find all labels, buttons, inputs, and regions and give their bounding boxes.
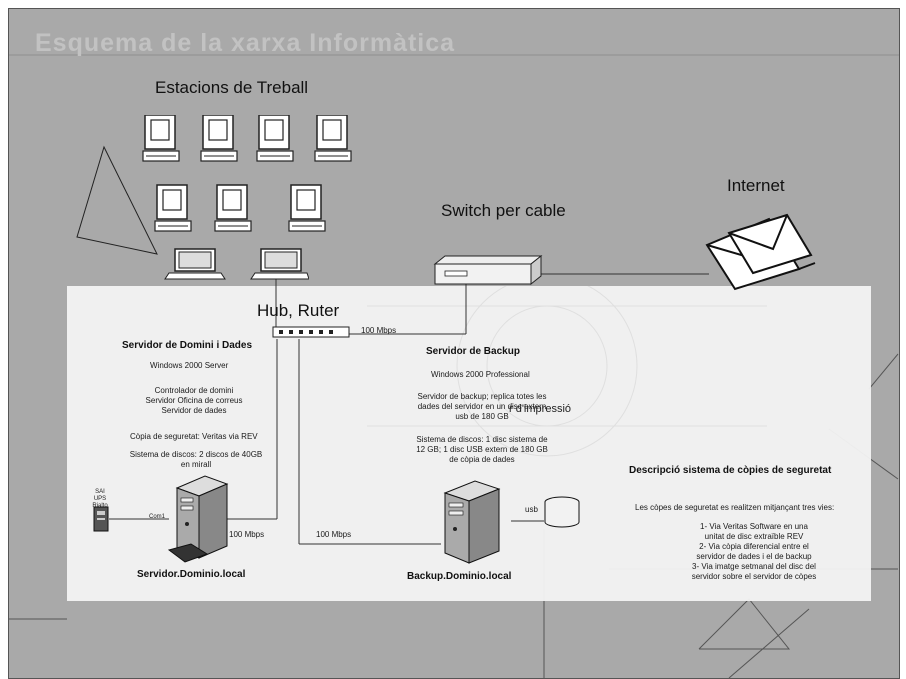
panel-watermark xyxy=(367,286,767,457)
server-domain-role: Servidor de dades xyxy=(161,406,227,415)
server-backup-disks-line: de còpia de dades xyxy=(449,455,515,464)
slide-title: Esquema de la xarxa Informàtica xyxy=(35,29,456,57)
backup-system-intro: Les còpes de seguretat es realitzen mitj… xyxy=(635,503,835,512)
server-domain-role: Servidor Oficina de correus xyxy=(145,396,243,405)
ups-label-line: SAI xyxy=(95,489,105,495)
server-backup-os: Windows 2000 Professional xyxy=(431,370,530,379)
server-backup-desc-line: Servidor de backup; replica totes les xyxy=(417,392,547,401)
usb-disk-icon xyxy=(544,496,580,528)
server-backup-desc: Servidor de backup; replica totes les da… xyxy=(392,392,572,422)
workstation-icons xyxy=(142,115,352,232)
server-domain-disks-line: Sistema de discos: 2 discos de 40GB xyxy=(129,450,263,459)
link-speed-hub-server: 100 Mbps xyxy=(229,530,265,539)
server-icon xyxy=(167,475,229,563)
backup-system-item: servidor sobre el servidor de còpes xyxy=(691,572,817,581)
link-speed-hub-backup: 100 Mbps xyxy=(361,326,397,335)
server-backup-title: Servidor de Backup xyxy=(426,346,520,357)
server-backup-desc-line: dades del servidor en un disc extern xyxy=(417,402,547,411)
workstation-icon xyxy=(154,184,192,232)
ups-label: SAI UPS Rialto xyxy=(87,489,113,510)
decorative-triangle xyxy=(76,145,158,255)
backup-system-item: 1- Via Veritas Software en una xyxy=(700,522,808,531)
server-backup-disks: Sistema de discos: 1 disc sistema de 12 … xyxy=(392,435,572,465)
server-domain-disks: Sistema de discos: 2 discos de 40GB en m… xyxy=(111,450,281,470)
com-label: Com1 xyxy=(149,514,166,520)
ups-label-line: UPS Rialto xyxy=(92,496,108,509)
email-icon xyxy=(705,213,816,291)
link-speed-hub-backup-low: 100 Mbps xyxy=(316,530,352,539)
backup-system-item: 2- Via còpia diferencial entre el xyxy=(699,542,809,551)
connection-lines xyxy=(109,273,709,545)
backup-system-title: Descripció sistema de còpies de segureta… xyxy=(629,465,832,476)
backup-system-item: 3- Via imatge setmanal del disc del xyxy=(692,562,816,571)
backup-system-item: unitat de disc extraïble REV xyxy=(704,532,804,541)
workstation-icon xyxy=(200,115,238,162)
workstation-icon xyxy=(288,184,326,232)
server-domain-role: Controlador de domini xyxy=(154,386,234,395)
printer-label-fragment: r d'impressió xyxy=(509,403,572,415)
hub-icon xyxy=(272,326,350,338)
backup-system-list: 1- Via Veritas Software en una unitat de… xyxy=(669,522,839,582)
laptop-icons xyxy=(164,248,309,280)
backup-system-item: servidor de dades i el de backup xyxy=(696,552,812,561)
server-backup-disks-line: 12 GB; 1 disc USB extern de 180 GB xyxy=(416,445,548,454)
hub-label: Hub, Ruter xyxy=(257,301,340,320)
laptop-icon xyxy=(164,248,226,280)
server-domain-os: Windows 2000 Server xyxy=(150,361,229,370)
workstation-icon xyxy=(142,115,180,162)
usb-label: usb xyxy=(525,505,538,514)
workstation-icon xyxy=(314,115,352,162)
server-backup-desc-line: usb de 180 GB xyxy=(455,412,509,421)
server-domain-backup: Còpia de seguretat: Veritas via REV xyxy=(130,432,258,441)
slide: Esquema de la xarxa Informàtica xyxy=(8,8,900,679)
server-domain-roles: Controlador de domini Servidor Oficina d… xyxy=(119,386,269,416)
server-backup-disks-line: Sistema de discos: 1 disc sistema de xyxy=(416,435,548,444)
switch-icon xyxy=(433,254,543,286)
server-backup-hostname: Backup.Dominio.local xyxy=(407,571,512,582)
server-domain-hostname: Servidor.Dominio.local xyxy=(137,569,246,580)
server-domain-title: Servidor de Domini i Dades xyxy=(122,340,253,351)
server-icon xyxy=(443,480,501,564)
ups-icon xyxy=(93,506,109,532)
workstation-icon xyxy=(214,184,252,232)
workstations-label: Estacions de Treball xyxy=(155,78,309,97)
switch-label: Switch per cable xyxy=(441,201,566,220)
laptop-icon xyxy=(250,248,309,280)
server-domain-disks-line: en mirall xyxy=(180,460,212,469)
workstation-icon xyxy=(256,115,294,162)
internet-label: Internet xyxy=(727,176,785,195)
